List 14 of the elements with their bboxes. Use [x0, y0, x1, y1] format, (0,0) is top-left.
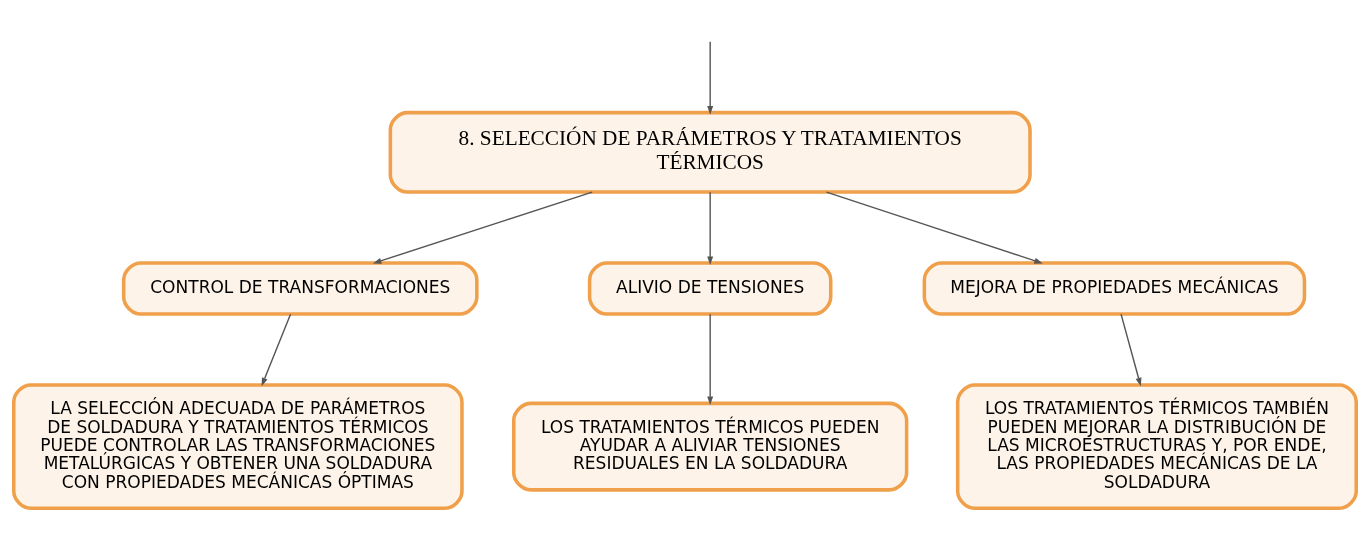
arrow: [707, 313, 714, 406]
node-box: ALIVIO DE TENSIONES: [587, 261, 833, 316]
arrow: [1120, 313, 1142, 387]
node-box: LA SELECCIÓN ADECUADA DE PARÁMETROS DE SOLDADURA Y TRATAMIENTOS TÉRMICOS PUEDE CONTROLAR LAS TRANSFORMACIONES METALÚRGICAS Y OBTENER UNA SOLDADURA CON PROPIEDADES MECÁNICAS ÓPTIMAS: [12, 383, 464, 511]
arrow: [372, 191, 593, 264]
arrow: [825, 191, 1043, 264]
arrow: [707, 191, 714, 265]
node-box: 8. SELECCIÓN DE PARÁMETROS Y TRATAMIENTOS TÉRMICOS: [388, 110, 1032, 194]
node-box: MEJORA DE PROPIEDADES MECÁNICAS: [922, 261, 1307, 316]
arrow: [261, 313, 292, 387]
node-box: CONTROL DE TRANSFORMACIONES: [121, 261, 479, 316]
arrow: [707, 41, 714, 115]
node-box: LOS TRATAMIENTOS TÉRMICOS PUEDEN AYUDAR A ALIVIAR TENSIONES RESIDUALES EN LA SOLDADURA: [511, 401, 909, 492]
node-box: LOS TRATAMIENTOS TÉRMICOS TAMBIÉN PUEDEN MEJORAR LA DISTRIBUCIÓN DE LAS MICROESTRUCTURAS Y, POR ENDE, LAS PROPIEDADES MECÁNICAS DE LA SOLDADURA: [955, 383, 1358, 511]
